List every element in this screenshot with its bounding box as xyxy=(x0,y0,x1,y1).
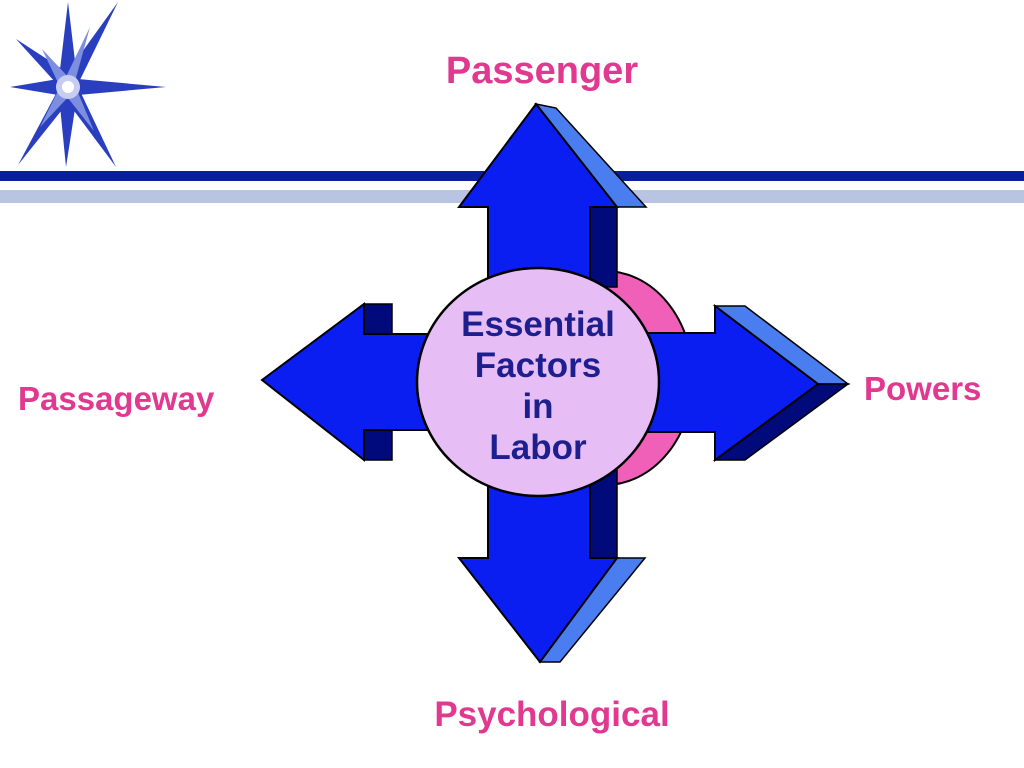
factor-label-powers: Powers xyxy=(864,370,982,407)
factor-label-passageway: Passageway xyxy=(18,380,215,417)
center-title-line: Essential xyxy=(461,305,615,344)
starburst-icon xyxy=(10,2,166,167)
top-arrow xyxy=(457,102,648,301)
factor-label-psychological: Psychological xyxy=(434,695,670,734)
center-title-line: Labor xyxy=(489,428,587,467)
center-title: Essential Factors in Labor xyxy=(418,304,658,468)
center-circle xyxy=(415,266,661,498)
center-title-line: Factors xyxy=(474,346,602,385)
left-arrow xyxy=(260,302,441,463)
center-title-line: in xyxy=(522,387,554,426)
factor-label-passenger: Passenger xyxy=(445,50,639,92)
bottom-arrow xyxy=(456,461,647,664)
